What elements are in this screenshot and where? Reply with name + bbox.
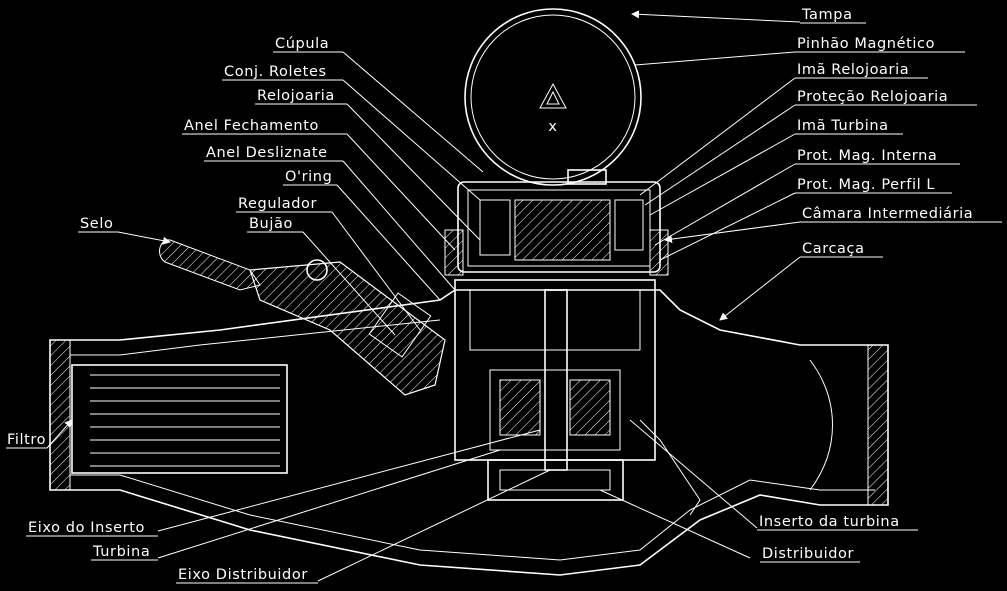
dial-mark: x (548, 119, 557, 135)
cover-dial (464, 8, 642, 186)
label-selo: Selo (80, 216, 113, 232)
label-turbina: Turbina (92, 544, 150, 560)
label-eixo-distribuidor: Eixo Distribuidor (178, 567, 308, 583)
label-filtro: Filtro (7, 432, 46, 448)
distributor (487, 459, 624, 501)
regulator (249, 261, 446, 396)
meter-drawing (49, 8, 889, 576)
label-bujao: Bujão (249, 216, 293, 232)
label-carcaca: Carcaça (802, 241, 865, 257)
label-ima-relojoaria: Imã Relojoaria (797, 62, 909, 78)
label-ima-turbina: Imã Turbina (797, 118, 889, 134)
label-anel-fechamento: Anel Fechamento (184, 118, 319, 134)
label-protecao-relojoaria: Proteção Relojoaria (797, 89, 948, 105)
leader-lines (46, 10, 801, 582)
labels-bottom: Eixo do Inserto Turbina Eixo Distribuido… (28, 514, 900, 583)
triangle-icon (539, 82, 567, 109)
label-cupula: Cúpula (275, 36, 329, 52)
label-underlines (6, 22, 1002, 584)
label-regulador: Regulador (238, 196, 317, 212)
label-pinhao-magnetico: Pinhão Magnético (797, 36, 935, 52)
label-relojoaria: Relojoaria (257, 88, 335, 104)
label-oring: O'ring (285, 169, 332, 185)
label-prot-mag-interna: Prot. Mag. Interna (797, 148, 937, 164)
label-camara-intermediaria: Câmara Intermediária (802, 206, 973, 222)
register-housing (457, 181, 661, 273)
label-conj-roletes: Conj. Roletes (224, 64, 327, 80)
seal (159, 239, 261, 291)
filter (71, 364, 288, 474)
labels-left: Cúpula Conj. Roletes Relojoaria Anel Fec… (7, 36, 335, 448)
label-distribuidor: Distribuidor (762, 546, 854, 562)
labels-right: Tampa Pinhão Magnético Imã Relojoaria Pr… (797, 7, 973, 257)
label-eixo-do-inserto: Eixo do Inserto (28, 520, 145, 536)
meter-body (49, 289, 889, 576)
label-tampa: Tampa (801, 7, 853, 23)
label-inserto-da-turbina: Inserto da turbina (759, 514, 900, 530)
label-anel-deslizante: Anel Desliznate (206, 145, 328, 161)
label-prot-mag-perfil: Prot. Mag. Perfil L (797, 177, 935, 193)
